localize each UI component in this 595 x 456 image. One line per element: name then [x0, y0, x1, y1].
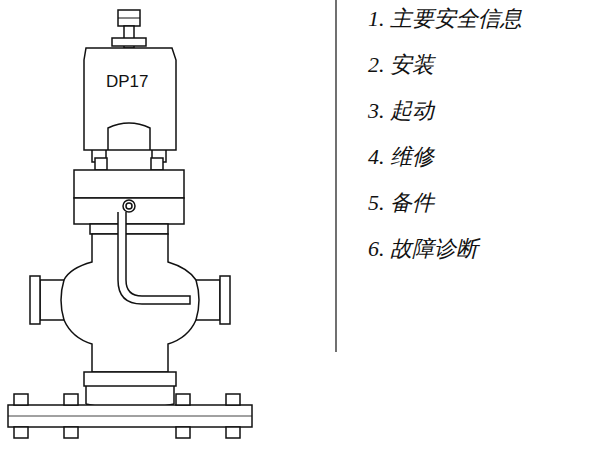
contents-item: 4. 维修: [368, 144, 434, 170]
contents-item: 3. 起动: [368, 98, 434, 124]
contents-item: 2. 安装: [368, 52, 434, 78]
contents-item: 5. 备件: [368, 190, 434, 216]
contents-item: 1. 主要安全信息: [368, 6, 522, 32]
contents-item: 6. 故障诊断: [368, 236, 478, 262]
model-label: DP17: [106, 72, 149, 92]
